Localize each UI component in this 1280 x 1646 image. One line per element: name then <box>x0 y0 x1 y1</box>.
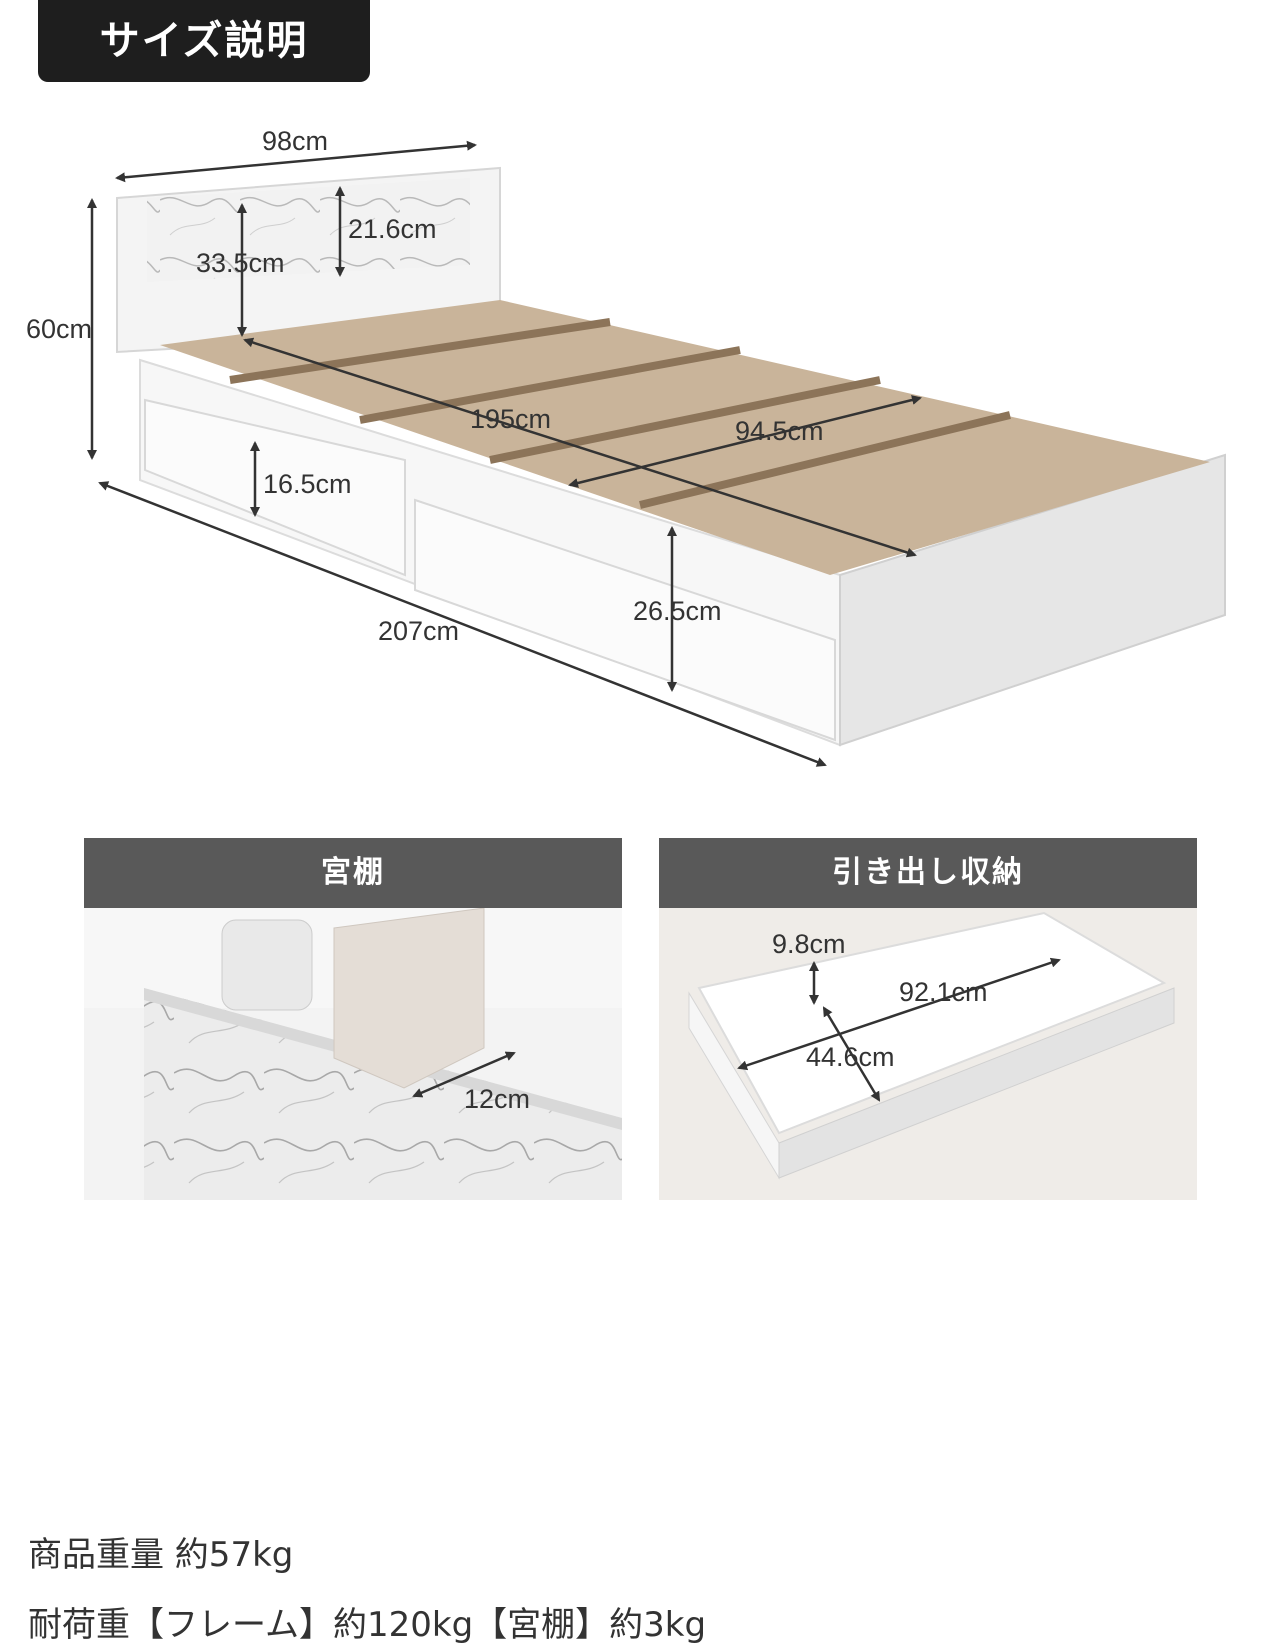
inner-length-label: 195cm <box>470 404 551 434</box>
load-capacity: 耐荷重【フレーム】約120kg【宮棚】約3kg <box>28 1605 707 1645</box>
dim-arrow <box>737 957 1061 1071</box>
width-label: 98cm <box>262 126 328 156</box>
dim-arrow <box>115 140 477 183</box>
drawer-height-label: 16.5cm <box>263 469 352 499</box>
bed-height-label: 26.5cm <box>633 596 722 626</box>
drawer-photo: 9.8cm 92.1cm 44.6cm <box>659 908 1197 1200</box>
headboard-marble-panel <box>147 178 470 282</box>
shelf-depth-label: 12cm <box>464 1084 530 1114</box>
total-length-label: 207cm <box>378 616 459 646</box>
glass-jar <box>221 919 313 1011</box>
drawer-height-label: 9.8cm <box>772 929 846 959</box>
shelf-board <box>144 988 622 1200</box>
dim-arrow <box>822 1006 881 1102</box>
drawer-panel-title: 引き出し収納 <box>659 838 1197 908</box>
dim-arrow <box>98 481 827 767</box>
shelf-panel: 宮棚 12cm <box>84 838 622 1200</box>
dim-arrow <box>412 1051 516 1098</box>
drawer-width-label: 44.6cm <box>806 1042 895 1072</box>
inner-width-label: 94.5cm <box>735 416 824 446</box>
shelf-height-label: 21.6cm <box>348 214 437 244</box>
product-weight: 商品重量 約57kg <box>28 1535 294 1575</box>
shelf-panel-title: 宮棚 <box>84 838 622 908</box>
shelf-photo: 12cm <box>84 908 622 1200</box>
section-title: サイズ説明 <box>38 0 370 82</box>
headboard-height-label: 33.5cm <box>196 248 285 278</box>
bed-illustration: 98cm 21.6cm 33.5cm 60cm 195cm 94.5cm 16.… <box>26 126 1226 767</box>
drawer-panel: 引き出し収納 9.8cm 92.1cm 44.6cm <box>659 838 1197 1200</box>
drawer-length-label: 92.1cm <box>899 977 988 1007</box>
total-height-label: 60cm <box>26 314 92 344</box>
dim-arrow <box>568 395 922 488</box>
